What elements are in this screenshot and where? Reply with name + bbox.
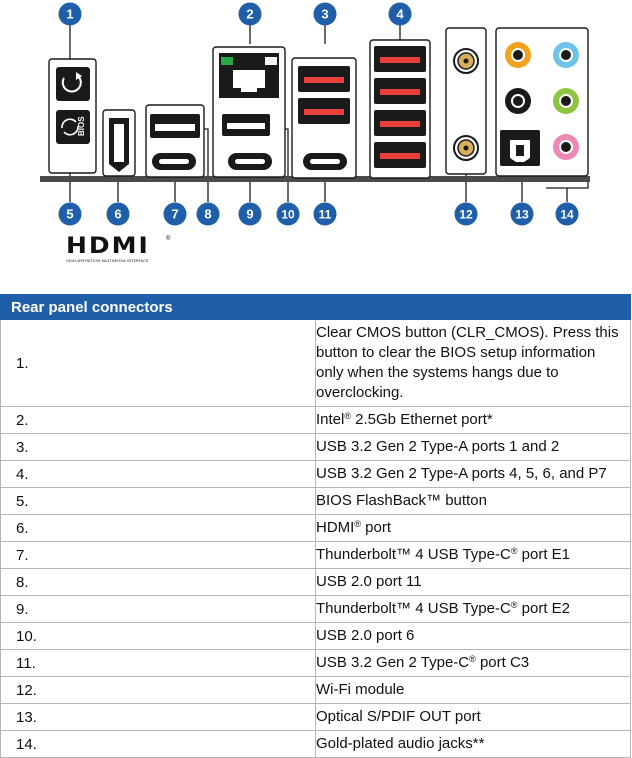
row-number: 10.: [0, 622, 316, 650]
rear-panel-connectors-table: Rear panel connectors 1. Clear CMOS butt…: [0, 294, 631, 758]
svg-text:13: 13: [515, 208, 529, 222]
table-row: 1. Clear CMOS button (CLR_CMOS). Press t…: [0, 319, 631, 407]
row-description: USB 3.2 Gen 2 Type-C® port C3: [315, 649, 631, 677]
table-row: 10. USB 2.0 port 6: [0, 622, 631, 650]
row-description: USB 3.2 Gen 2 Type-A ports 4, 5, 6, and …: [315, 460, 631, 488]
table-header: Rear panel connectors: [0, 294, 631, 320]
io-base-strip: [40, 176, 590, 182]
table-row: 12. Wi-Fi module: [0, 676, 631, 704]
table-row: 6. HDMI® port: [0, 514, 631, 542]
rear-panel-diagram: BIOS: [40, 2, 590, 226]
callout-7: 7: [163, 202, 187, 226]
row-description: Thunderbolt™ 4 USB Type-C® port E2: [315, 595, 631, 623]
svg-text:4: 4: [396, 7, 404, 22]
svg-text:14: 14: [560, 208, 574, 222]
row-number: 7.: [0, 541, 316, 569]
svg-text:2: 2: [246, 7, 253, 22]
wifi-module: [445, 27, 487, 175]
row-description: HDMI® port: [315, 514, 631, 542]
callout-12: 12: [454, 202, 478, 226]
svg-text:1: 1: [66, 7, 73, 22]
hdmi-logo: HDMI ® HIGH-DEFINITION MULTIMEDIA INTERF…: [66, 232, 176, 266]
callout-4: 4: [388, 2, 412, 26]
callout-14: 14: [555, 202, 579, 226]
table-row: 2. Intel® 2.5Gb Ethernet port*: [0, 406, 631, 434]
row-description: BIOS FlashBack™ button: [315, 487, 631, 515]
callout-5: 5: [58, 202, 82, 226]
callout-13: 13: [510, 202, 534, 226]
hdmi-logo-word: HDMI: [66, 232, 150, 259]
bios-label: BIOS: [77, 116, 86, 136]
svg-text:8: 8: [204, 207, 211, 222]
table-row: 11. USB 3.2 Gen 2 Type-C® port C3: [0, 649, 631, 677]
table-row: 14. Gold-plated audio jacks**: [0, 730, 631, 758]
row-number: 14.: [0, 730, 316, 758]
clr-cmos-button: [56, 67, 90, 101]
callout-2: 2: [238, 2, 262, 26]
svg-text:7: 7: [171, 207, 178, 222]
row-number: 4.: [0, 460, 316, 488]
row-number: 8.: [0, 568, 316, 596]
svg-text:10: 10: [281, 208, 295, 222]
row-description: Gold-plated audio jacks**: [315, 730, 631, 758]
row-number: 9.: [0, 595, 316, 623]
row-description: Clear CMOS button (CLR_CMOS). Press this…: [315, 319, 631, 407]
usb-column-3-11: [291, 57, 357, 179]
callout-markers: 1 2 3 4 5 6 7 8 9 10 11 12 13 14: [58, 2, 579, 226]
row-number: 2.: [0, 406, 316, 434]
row-description: Intel® 2.5Gb Ethernet port*: [315, 406, 631, 434]
usb-column-4: [369, 39, 431, 179]
hdmi-logo-subtitle: HIGH-DEFINITION MULTIMEDIA INTERFACE: [66, 259, 149, 263]
table-row: 9. Thunderbolt™ 4 USB Type-C® port E2: [0, 595, 631, 623]
row-description: USB 3.2 Gen 2 Type-A ports 1 and 2: [315, 433, 631, 461]
svg-text:5: 5: [66, 207, 73, 222]
row-description: USB 2.0 port 11: [315, 568, 631, 596]
svg-text:12: 12: [459, 208, 473, 222]
table-row: 8. USB 2.0 port 11: [0, 568, 631, 596]
row-number: 12.: [0, 676, 316, 704]
bios-flashback-button: [56, 110, 90, 144]
row-description: USB 2.0 port 6: [315, 622, 631, 650]
row-number: 13.: [0, 703, 316, 731]
svg-text:6: 6: [114, 207, 121, 222]
table-row: 4. USB 3.2 Gen 2 Type-A ports 4, 5, 6, a…: [0, 460, 631, 488]
row-number: 6.: [0, 514, 316, 542]
svg-text:9: 9: [246, 207, 253, 222]
row-number: 5.: [0, 487, 316, 515]
clr-cmos-group: [48, 58, 97, 174]
svg-text:11: 11: [319, 208, 332, 222]
table-row: 3. USB 3.2 Gen 2 Type-A ports 1 and 2: [0, 433, 631, 461]
table-row: 7. Thunderbolt™ 4 USB Type-C® port E1: [0, 541, 631, 569]
callout-3: 3: [313, 2, 337, 26]
usb-column-7-8: [145, 104, 205, 178]
lan-column: [212, 46, 286, 178]
callout-11: 11: [313, 202, 337, 226]
table-row: 5. BIOS FlashBack™ button: [0, 487, 631, 515]
row-description: Optical S/PDIF OUT port: [315, 703, 631, 731]
svg-text:3: 3: [321, 7, 328, 22]
row-number: 11.: [0, 649, 316, 677]
audio-block: [495, 27, 589, 177]
callout-10: 10: [276, 202, 300, 226]
row-description: Thunderbolt™ 4 USB Type-C® port E1: [315, 541, 631, 569]
hdmi-logo-reg: ®: [166, 236, 171, 242]
row-description: Wi-Fi module: [315, 676, 631, 704]
callout-1: 1: [58, 2, 82, 26]
hdmi-port: [102, 109, 136, 177]
callout-6: 6: [106, 202, 130, 226]
row-number: 1.: [0, 319, 316, 407]
callout-8: 8: [196, 202, 220, 226]
callout-9: 9: [238, 202, 262, 226]
table-row: 13. Optical S/PDIF OUT port: [0, 703, 631, 731]
row-number: 3.: [0, 433, 316, 461]
